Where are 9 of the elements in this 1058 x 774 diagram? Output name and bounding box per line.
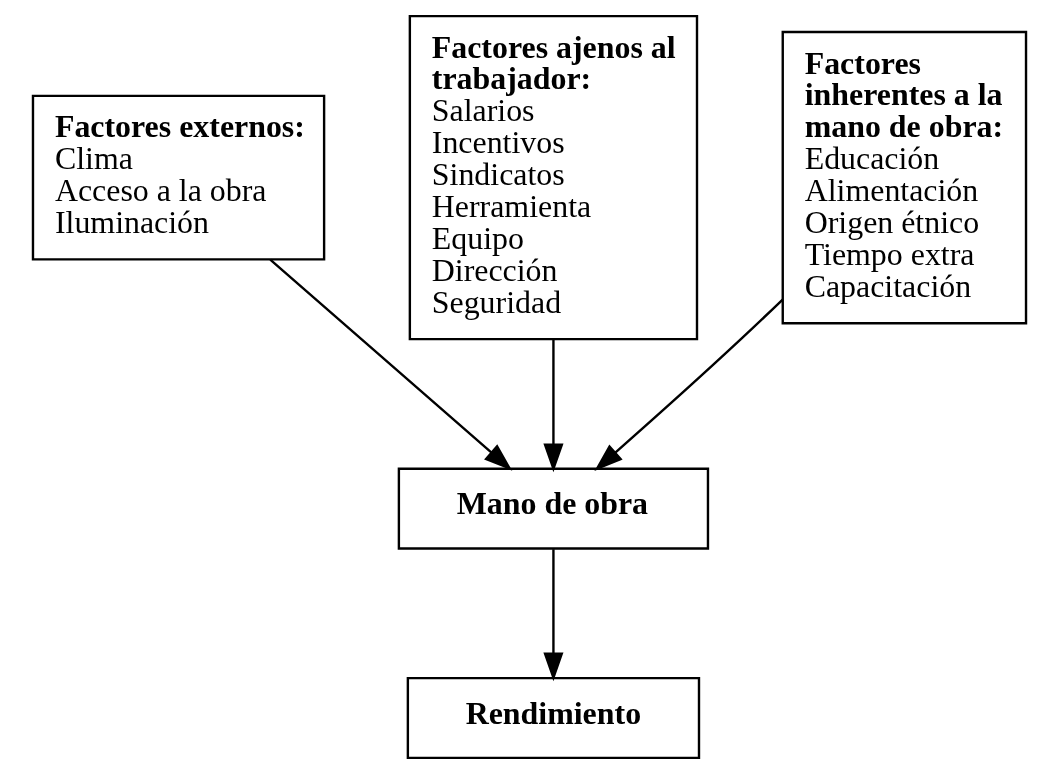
arrow: [593, 298, 783, 471]
node-box: Factores inherentes a la mano de obra: Educación Alimentación Origen étnico Tiempo extra Capacitación: [781, 30, 1027, 325]
node-box: Mano de obra: [397, 467, 709, 550]
node-box: Factores ajenos al trabajador: Salarios Incentivos Sindicatos Herramienta Equipo Dirección Seguridad: [408, 14, 698, 341]
arrow: [542, 339, 563, 473]
node-box: Factores externos: Clima Acceso a la obra Iluminación: [31, 94, 325, 261]
arrow: [268, 258, 512, 471]
arrow: [542, 549, 563, 682]
node-box: Rendimiento: [406, 676, 700, 760]
